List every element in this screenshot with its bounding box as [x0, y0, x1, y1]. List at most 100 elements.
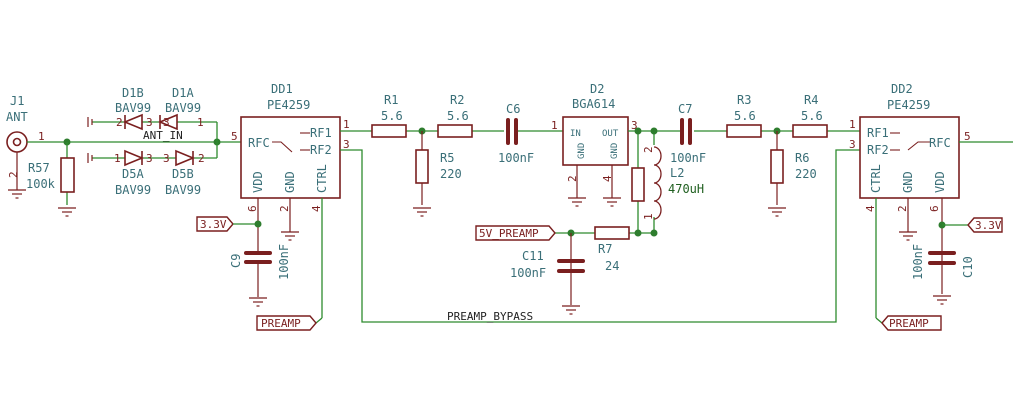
ground-icon — [602, 197, 622, 207]
dd2-vdd: VDD — [933, 171, 947, 193]
d1a-ref: D1A — [172, 86, 194, 100]
r3-ref: R3 — [737, 93, 751, 107]
net-flag-preamp-left: PREAMP — [256, 315, 317, 331]
net-label-ant-in: ANT_IN — [143, 129, 183, 142]
pin-number: 5 — [964, 130, 971, 143]
d5a-value: BAV99 — [115, 183, 151, 197]
r4-value: 5.6 — [801, 109, 823, 123]
d2-value: BGA614 — [572, 97, 615, 111]
resistor-r57: R57 100k — [26, 142, 77, 217]
pin-number: 2 — [566, 175, 579, 182]
r7-ref: R7 — [598, 242, 612, 256]
d5b-value: BAV99 — [165, 183, 201, 197]
d5b-ref: D5B — [172, 167, 194, 181]
junction — [634, 229, 642, 237]
pin-number: 3 — [163, 152, 170, 165]
resistor-bias — [631, 167, 645, 202]
diode-icon — [157, 113, 178, 131]
pin-number: 1 — [114, 152, 121, 165]
capacitor-c9: C9 100nF — [229, 244, 291, 280]
d1b-value: BAV99 — [115, 101, 151, 115]
dd2-rf1: RF1 — [867, 126, 889, 140]
pin-number: 4 — [310, 205, 323, 212]
dd1-rf1: RF1 — [310, 126, 332, 140]
ground-icon — [767, 207, 787, 217]
power-flag-3v3-left: 3.3V — [196, 216, 262, 232]
resistor-r5: R5 220 — [412, 131, 462, 217]
d2-out: OUT — [602, 129, 619, 139]
switch-dd1: DD1 PE4259 5 RFC RF1 RF2 1 3 VDD GND CTR… — [231, 82, 350, 324]
ground-icon — [412, 207, 432, 217]
dd2-value: PE4259 — [887, 98, 930, 112]
resistor-r3: R3 5.6 — [726, 93, 762, 138]
ground-icon — [932, 295, 952, 305]
j1-ref: J1 — [10, 94, 24, 108]
resistor-r7: R7 24 — [594, 226, 630, 273]
ground-icon — [561, 305, 581, 315]
c11-ref: C11 — [522, 249, 544, 263]
flag-text: 3.3V — [975, 219, 1002, 232]
resistor-r2: R2 5.6 — [437, 93, 473, 138]
pin-number: 5 — [231, 130, 238, 143]
resistor-r1: R1 5.6 — [371, 93, 407, 138]
dd2-rf2: RF2 — [867, 143, 889, 157]
pin-number: 3 — [146, 152, 153, 165]
r6-value: 220 — [795, 167, 817, 181]
net-label-preamp-bypass: PREAMP_BYPASS — [447, 310, 533, 323]
net-flag-preamp-right: PREAMP — [881, 315, 942, 331]
junction — [254, 220, 262, 228]
dd1-rfc: RFC — [248, 136, 270, 150]
diodes-d5: 1 3 3 2 D5A BAV99 D5B BAV99 — [87, 149, 217, 197]
r4-ref: R4 — [804, 93, 818, 107]
pin-number: 1 — [849, 118, 856, 131]
r2-ref: R2 — [450, 93, 464, 107]
dd1-ctrl: CTRL — [315, 164, 329, 193]
resistor-r6: R6 220 — [767, 131, 817, 217]
diode-icon — [124, 149, 145, 167]
dd2-gnd: GND — [901, 171, 915, 193]
pin-number: 3 — [163, 116, 170, 129]
flag-text: PREAMP — [261, 317, 301, 330]
ground-icon — [248, 297, 268, 307]
r57-value: 100k — [26, 177, 56, 191]
flag-text: 3.3V — [200, 218, 227, 231]
junction — [634, 127, 642, 135]
dd1-gnd: GND — [283, 171, 297, 193]
r6-ref: R6 — [795, 151, 809, 165]
junction — [650, 127, 658, 135]
amplifier-d2: D2 BGA614 1 3 IN OUT GND GND 2 4 — [551, 82, 638, 207]
r1-ref: R1 — [384, 93, 398, 107]
net-flag-5v-preamp: 5V_PREAMP — [475, 225, 556, 241]
resistor-r4: R4 5.6 — [792, 93, 828, 138]
c7-value: 100nF — [670, 151, 706, 165]
pin-number: 4 — [601, 175, 614, 182]
pin-number: 2 — [7, 171, 20, 178]
ground-icon — [280, 231, 300, 241]
dd1-rf2: RF2 — [310, 143, 332, 157]
r3-value: 5.6 — [734, 109, 756, 123]
dd1-vdd: VDD — [251, 171, 265, 193]
diodes-d1: 2 3 3 1 D1B BAV99 D1A BAV99 — [87, 86, 218, 158]
pin-number: 1 — [642, 213, 655, 220]
wire-preamp-bypass — [340, 149, 860, 323]
flag-text: PREAMP — [889, 317, 929, 330]
r57-ref: R57 — [28, 161, 50, 175]
d2-ref: D2 — [590, 82, 604, 96]
d1a-value: BAV99 — [165, 101, 201, 115]
dd2-rfc: RFC — [929, 136, 951, 150]
dd1-ref: DD1 — [271, 82, 293, 96]
diode-icon — [175, 149, 196, 167]
dd2-ref: DD2 — [891, 82, 913, 96]
d2-in: IN — [570, 129, 581, 139]
pin-number: 1 — [343, 118, 350, 131]
c7-ref: C7 — [678, 102, 692, 116]
pin-number: 3 — [146, 116, 153, 129]
switch-dd2: DD2 PE4259 1 3 RF1 RF2 RFC 5 CTRL GND VD… — [849, 82, 1013, 324]
diode-icon — [122, 113, 143, 131]
inductor-l2: 2 1 L2 470uH — [642, 145, 704, 220]
pin-number: 6 — [246, 205, 259, 212]
pin-number: 6 — [928, 205, 941, 212]
pin-number: 2 — [198, 152, 205, 165]
l2-value: 470uH — [668, 182, 704, 196]
pin-number: 1 — [197, 116, 204, 129]
